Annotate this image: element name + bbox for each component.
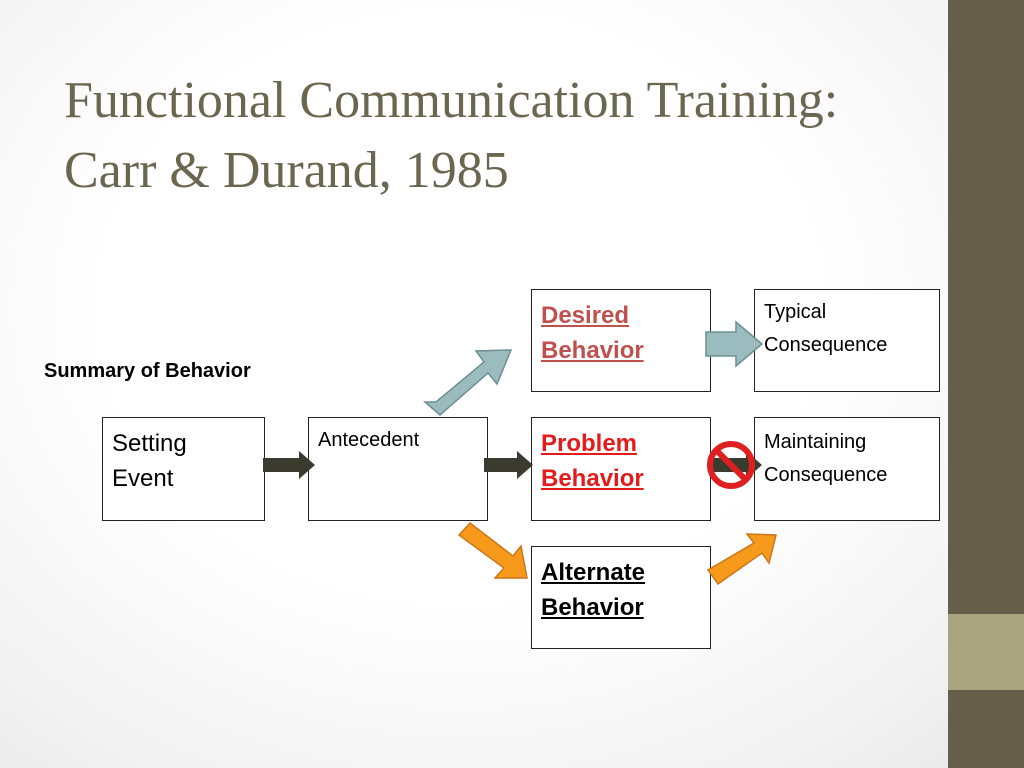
setting-event-box: Setting Event [102, 417, 265, 521]
maintaining-consequence-box: Maintaining Consequence [754, 417, 940, 521]
no-symbol-icon [707, 441, 755, 489]
typical-line1: Typical [764, 301, 827, 323]
alternate-line1: Alternate [541, 559, 646, 586]
alternate-line2: Behavior [541, 594, 644, 621]
alternate-behavior-box: Alternate Behavior [531, 546, 711, 649]
summary-label: Summary of Behavior [44, 360, 251, 382]
antecedent-label: Antecedent [318, 429, 420, 451]
title-line-2: Carr & Durand, 1985 [64, 142, 509, 199]
setting-event-line2: Event [112, 465, 174, 492]
maintaining-line2: Consequence [764, 464, 888, 486]
sidebar-accent-block [948, 614, 1024, 690]
problem-line2: Behavior [541, 465, 644, 492]
typical-line2: Consequence [764, 334, 888, 356]
problem-line1: Problem [541, 430, 638, 457]
arrow-antecedent-to-alternate [457, 521, 528, 579]
desired-line1: Desired [541, 302, 630, 329]
slide-title: Functional Communication Training: Carr … [64, 66, 944, 206]
arrow-antecedent-to-desired [422, 349, 513, 416]
antecedent-box: Antecedent [308, 417, 488, 521]
problem-behavior-box: Problem Behavior [531, 417, 711, 521]
title-line-1: Functional Communication Training: [64, 72, 839, 129]
typical-consequence-box: Typical Consequence [754, 289, 940, 392]
desired-line2: Behavior [541, 337, 644, 364]
maintaining-line1: Maintaining [764, 431, 867, 453]
setting-event-line1: Setting [112, 430, 187, 457]
arrow-antecedent-to-problem [484, 451, 533, 479]
desired-behavior-box: Desired Behavior [531, 289, 711, 392]
arrow-alternate-to-maintaining [706, 533, 777, 586]
